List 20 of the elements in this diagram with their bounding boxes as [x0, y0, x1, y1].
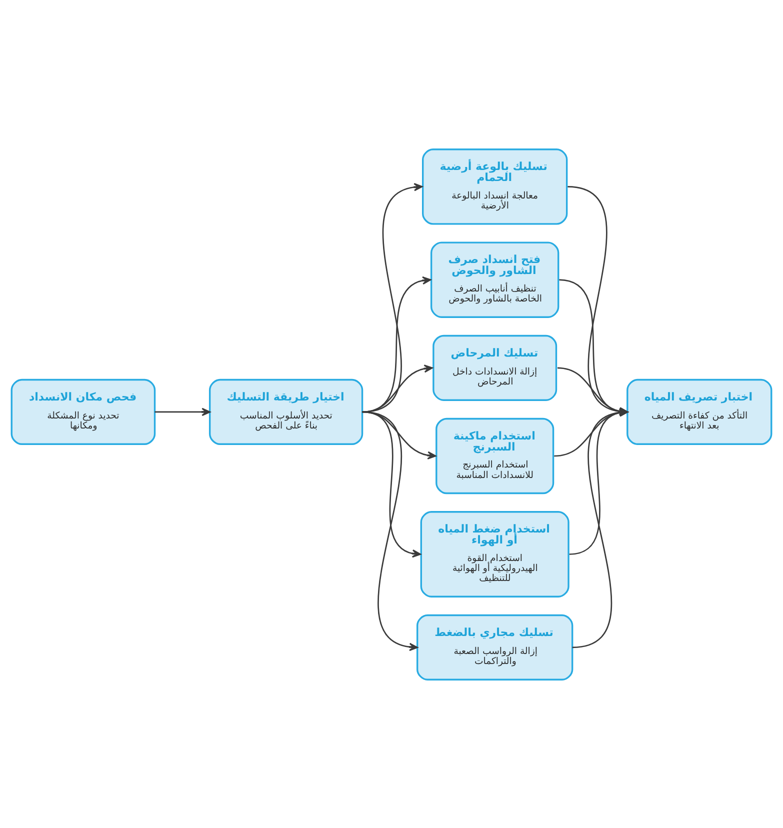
node-box: اختيار طريقة التسليك تحديد الأسلوب المناسب بناءً على الفحص: [208, 378, 364, 444]
node-box: تسليك بالوعة أرضية الحمام معالجة انسداد البالوعة الأرضية: [422, 148, 568, 224]
node-box: فتح انسداد صرف الشاور والحوض تنظيف أنابيب الصرف الخاصة بالشاور والحوض: [430, 241, 560, 318]
node-box: استخدام ضغط المياه أو الهواء استخدام القوة الهيدروليكية أو الهوائية للتنظيف: [420, 510, 570, 597]
arrow: [362, 276, 432, 412]
arrow: [362, 410, 436, 459]
arrow: [554, 408, 628, 456]
node-box: تسليك المرحاض إزالة الانسدادات داخل المرحاض: [432, 334, 558, 400]
node-box: فحص مكان الانسداد تحديد نوع المشكلة ومكانها: [10, 378, 156, 444]
arrow: [557, 366, 628, 415]
arrow: [154, 407, 210, 416]
arrow: [362, 364, 433, 412]
arrow: [362, 410, 418, 651]
arrow: [568, 186, 628, 416]
arrow: [572, 408, 628, 648]
node-box: تسليك مجاري بالضغط إزالة الرواسب الصعبة والتراكمات: [416, 614, 574, 680]
node-box: اختبار تصريف المياه التأكد من كفاءة التصريف بعد الانتهاء: [626, 378, 772, 444]
arrow: [559, 278, 628, 415]
arrow: [569, 408, 628, 554]
node-box: استخدام ماكينة السبرنج استخدام السبرنج للانسدادات المناسبة: [436, 417, 554, 494]
